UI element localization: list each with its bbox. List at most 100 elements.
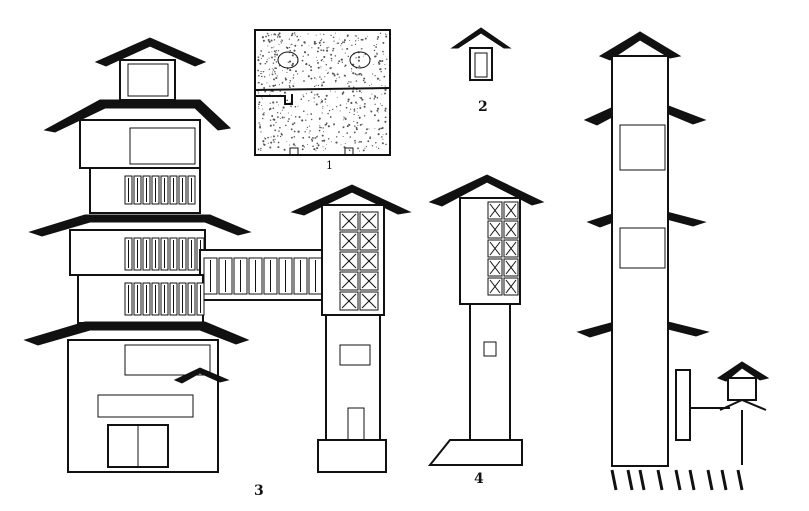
main-top-frame [127, 63, 169, 97]
label-figure-3: 3 [254, 483, 264, 499]
stipple-dot [316, 56, 318, 58]
stipple-dot [378, 62, 381, 65]
stipple-dot [322, 127, 324, 129]
stipple-dot [340, 42, 343, 45]
stipple-dot [329, 116, 332, 118]
stipple-dot [325, 63, 328, 66]
stipple-dot [346, 103, 348, 105]
stipple-dot [262, 70, 265, 73]
stipple-dot [278, 43, 280, 45]
stipple-dot [273, 39, 276, 41]
stipple-dot [327, 125, 330, 128]
stipple-dot [377, 119, 380, 122]
stipple-dot [305, 93, 307, 95]
stipple-dot [338, 38, 340, 40]
stipple-dot [278, 104, 279, 106]
plan-stipple [257, 32, 388, 152]
stipple-dot [331, 141, 332, 143]
stipple-dot [348, 149, 351, 152]
stipple-dot [332, 36, 335, 39]
stipple-dot [293, 83, 295, 85]
stipple-dot [351, 44, 353, 47]
main-storey-2-panel [129, 127, 196, 165]
stipple-dot [286, 68, 289, 70]
stipple-dot [359, 150, 361, 152]
stipple-dot [270, 39, 273, 42]
stipple-dot [260, 149, 262, 151]
stipple-dot [324, 124, 327, 126]
stipple-dot [308, 136, 311, 139]
stipple-dot [335, 141, 338, 144]
stipple-dot [378, 128, 381, 131]
stipple-dot [278, 35, 281, 38]
stipple-dot [354, 139, 356, 142]
stipple-dot [340, 144, 342, 146]
stipple-dot [321, 112, 323, 114]
stipple-dot [353, 94, 355, 97]
stipple-dot [303, 51, 307, 54]
lattice-cross [489, 222, 501, 237]
stipple-dot [274, 73, 277, 75]
stipple-dot [262, 54, 264, 57]
stipple-dot [341, 92, 344, 95]
stipple-dot [340, 58, 343, 61]
stipple-dot [376, 96, 379, 99]
stipple-dot [311, 138, 313, 141]
stipple-dot [284, 77, 287, 80]
stipple-dot [373, 49, 376, 52]
plan-drawing [254, 29, 391, 156]
stipple-dot [273, 46, 275, 48]
stipple-dot [258, 126, 261, 128]
stipple-dot [308, 125, 310, 127]
stipple-dot [307, 75, 310, 78]
sec-tower-lattice [487, 201, 519, 296]
stipple-dot [326, 105, 328, 107]
stipple-dot [277, 141, 280, 144]
stipple-dot [367, 36, 369, 38]
stipple-dot [293, 122, 296, 124]
stipple-dot [311, 47, 313, 49]
stipple-dot [276, 36, 279, 38]
stipple-dot [323, 55, 326, 58]
stipple-dot [341, 48, 343, 50]
lattice-cross [341, 253, 357, 269]
stipple-dot [310, 65, 312, 68]
lattice-cross [361, 293, 377, 309]
stipple-dot [366, 128, 368, 131]
stipple-dot [300, 98, 303, 100]
stipple-dot [358, 65, 361, 68]
stipple-dot [289, 82, 291, 84]
stipple-dot [268, 109, 271, 111]
stipple-dot [312, 136, 314, 139]
stipple-dot [361, 123, 363, 125]
stipple-dot [257, 148, 260, 151]
stipple-dot [363, 105, 366, 108]
stipple-dot [320, 127, 322, 129]
stipple-dot [376, 77, 379, 80]
stipple-dot [278, 84, 280, 86]
stipple-dot [324, 148, 327, 150]
stipple-dot [266, 82, 268, 84]
stipple-dot [269, 102, 271, 104]
stipple-dot [381, 104, 383, 107]
stipple-dot [335, 106, 338, 108]
stipple-dot [301, 144, 304, 147]
lattice-cross [489, 203, 501, 218]
stipple-dot [296, 35, 299, 38]
stipple-dot [380, 127, 383, 130]
stipple-dot [325, 122, 328, 125]
stipple-dot [369, 110, 371, 112]
stipple-dot [349, 108, 352, 110]
stipple-dot [292, 77, 295, 79]
stipple-dot [273, 141, 275, 143]
stipple-dot [293, 136, 296, 138]
main-storey-2 [79, 119, 201, 169]
stipple-dot [330, 57, 333, 60]
stipple-dot [362, 79, 365, 82]
stipple-dot [301, 119, 304, 122]
section-tower-drawing [427, 174, 545, 466]
stipple-dot [357, 56, 361, 59]
stipple-dot [344, 143, 346, 145]
stipple-dot [344, 75, 347, 77]
stipple-dot [356, 91, 358, 93]
